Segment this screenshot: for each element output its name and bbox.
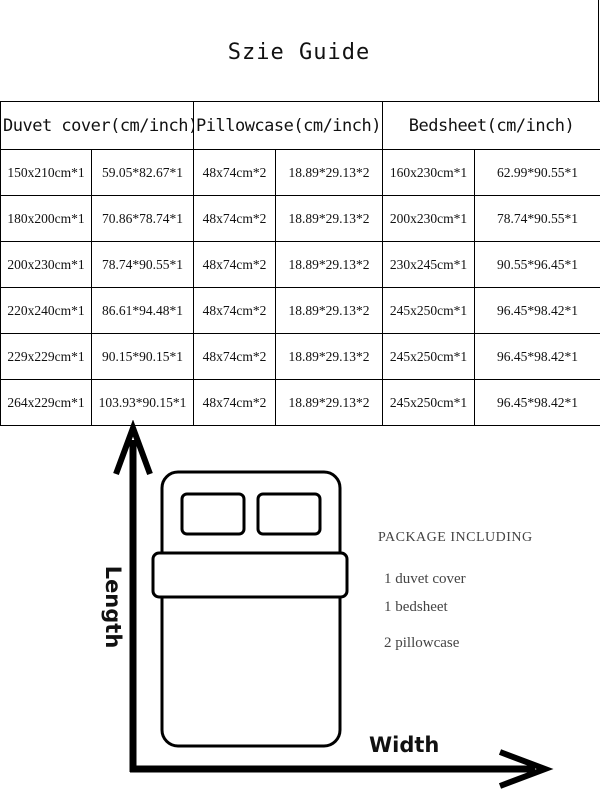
bedsheet-cm-cell: 230x245cm*1 xyxy=(382,241,476,288)
bed-illustration xyxy=(113,420,554,789)
table-row: 264x229cm*1 103.93*90.15*1 48x74cm*2 18.… xyxy=(0,379,600,426)
table-row: 150x210cm*1 59.05*82.67*1 48x74cm*2 18.8… xyxy=(0,149,600,196)
bed-icon xyxy=(151,470,349,748)
pillowcase-inch-cell: 18.89*29.13*2 xyxy=(275,149,384,196)
pillowcase-inch-cell: 18.89*29.13*2 xyxy=(275,241,384,288)
length-label: Length xyxy=(101,565,125,649)
bedsheet-inch-cell: 96.45*98.42*1 xyxy=(474,333,600,380)
bedsheet-cm-cell: 160x230cm*1 xyxy=(382,149,476,196)
length-arrow-icon xyxy=(113,420,153,772)
duvet-inch-cell: 70.86*78.74*1 xyxy=(90,195,195,242)
pillowcase-cm-cell: 48x74cm*2 xyxy=(193,333,277,380)
bedsheet-inch-cell: 96.45*98.42*1 xyxy=(474,287,600,334)
page-title: Szie Guide xyxy=(227,40,371,65)
table-row: 200x230cm*1 78.74*90.55*1 48x74cm*2 18.8… xyxy=(0,241,600,288)
pillowcase-cm-cell: 48x74cm*2 xyxy=(193,195,277,242)
pillowcase-inch-cell: 18.89*29.13*2 xyxy=(275,379,384,426)
duvet-inch-cell: 86.61*94.48*1 xyxy=(90,287,195,334)
header-pillowcase: Pillowcase(cm/inch) xyxy=(193,101,384,150)
bedsheet-inch-cell: 62.99*90.55*1 xyxy=(474,149,600,196)
table-row: 220x240cm*1 86.61*94.48*1 48x74cm*2 18.8… xyxy=(0,287,600,334)
bedsheet-inch-cell: 90.55*96.45*1 xyxy=(474,241,600,288)
pillow-left-icon xyxy=(180,492,246,536)
duvet-cm-cell: 180x200cm*1 xyxy=(0,195,92,242)
duvet-inch-cell: 103.93*90.15*1 xyxy=(90,379,195,426)
duvet-inch-cell: 78.74*90.55*1 xyxy=(90,241,195,288)
duvet-cm-cell: 229x229cm*1 xyxy=(0,333,92,380)
package-list: PACKAGE INCLUDING 1 duvet cover 1 bedshe… xyxy=(378,530,578,664)
pillowcase-inch-cell: 18.89*29.13*2 xyxy=(275,333,384,380)
duvet-fold-icon xyxy=(151,551,349,599)
package-item: 1 bedsheet xyxy=(384,599,448,615)
duvet-inch-cell: 59.05*82.67*1 xyxy=(90,149,195,196)
duvet-cm-cell: 220x240cm*1 xyxy=(0,287,92,334)
pillowcase-cm-cell: 48x74cm*2 xyxy=(193,149,277,196)
duvet-cm-cell: 264x229cm*1 xyxy=(0,379,92,426)
header-bedsheet: Bedsheet(cm/inch) xyxy=(382,101,600,150)
table-row: 180x200cm*1 70.86*78.74*1 48x74cm*2 18.8… xyxy=(0,195,600,242)
duvet-cm-cell: 150x210cm*1 xyxy=(0,149,92,196)
table-header-row: Duvet cover(cm/inch) Pillowcase(cm/inch)… xyxy=(0,101,600,150)
bedsheet-cm-cell: 200x230cm*1 xyxy=(382,195,476,242)
width-arrow-icon xyxy=(130,749,554,789)
bedsheet-cm-cell: 245x250cm*1 xyxy=(382,333,476,380)
pillow-right-icon xyxy=(256,492,322,536)
duvet-inch-cell: 90.15*90.15*1 xyxy=(90,333,195,380)
bedsheet-inch-cell: 78.74*90.55*1 xyxy=(474,195,600,242)
pillowcase-inch-cell: 18.89*29.13*2 xyxy=(275,195,384,242)
header-duvet-cover: Duvet cover(cm/inch) xyxy=(0,101,195,150)
package-item: 1 duvet cover xyxy=(384,571,466,587)
width-label: Width xyxy=(369,733,440,757)
package-title: PACKAGE INCLUDING xyxy=(378,530,533,545)
duvet-cm-cell: 200x230cm*1 xyxy=(0,241,92,288)
size-table: Duvet cover(cm/inch) Pillowcase(cm/inch)… xyxy=(0,101,600,426)
bedsheet-inch-cell: 96.45*98.42*1 xyxy=(474,379,600,426)
bedsheet-cm-cell: 245x250cm*1 xyxy=(382,287,476,334)
bedsheet-cm-cell: 245x250cm*1 xyxy=(382,379,476,426)
pillowcase-inch-cell: 18.89*29.13*2 xyxy=(275,287,384,334)
package-item: 2 pillowcase xyxy=(384,635,460,651)
title-box: Szie Guide xyxy=(0,0,599,101)
pillowcase-cm-cell: 48x74cm*2 xyxy=(193,241,277,288)
bed-diagram xyxy=(0,420,600,799)
pillowcase-cm-cell: 48x74cm*2 xyxy=(193,287,277,334)
pillowcase-cm-cell: 48x74cm*2 xyxy=(193,379,277,426)
table-row: 229x229cm*1 90.15*90.15*1 48x74cm*2 18.8… xyxy=(0,333,600,380)
